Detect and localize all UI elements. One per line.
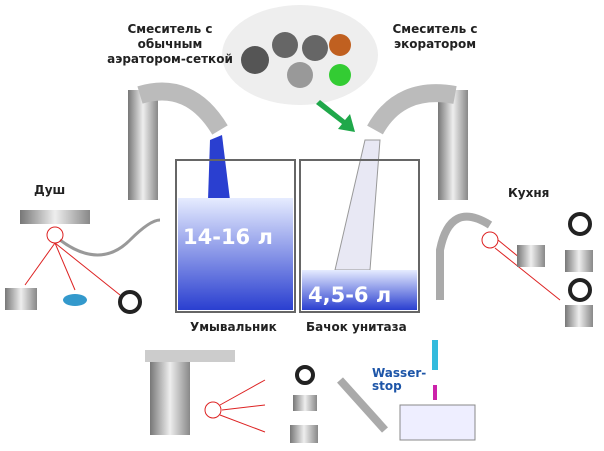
standard-tank-water <box>178 198 293 310</box>
washbasin-mixer <box>145 350 318 443</box>
eco-mixer-label: Смеситель с экоратором <box>392 22 478 51</box>
kitchen-mixer <box>436 212 593 327</box>
kitchen-label: Кухня <box>508 186 550 200</box>
eco-tank <box>299 159 420 313</box>
eco-volume: 4,5-6 л <box>308 283 392 307</box>
green-arrow-icon <box>316 100 355 132</box>
wasser-stop-label: Wasser-stop <box>372 366 427 393</box>
toilet-tank-label: Бачок унитаза <box>306 320 407 334</box>
standard-volume: 14-16 л <box>183 225 273 249</box>
standard-mixer-label: Смеситель с обычным аэратором-сеткой <box>107 22 233 66</box>
washbasin-label: Умывальник <box>190 320 277 334</box>
standard-tank <box>175 159 296 313</box>
eco-faucet <box>367 84 468 200</box>
shower-mixer <box>5 210 161 314</box>
shower-label: Душ <box>34 183 66 197</box>
standard-faucet <box>128 82 228 200</box>
aerator-icons <box>241 32 351 88</box>
standard-water-stream <box>208 135 230 200</box>
eco-tank-water <box>302 270 417 310</box>
wasser-stop-device <box>337 340 476 441</box>
